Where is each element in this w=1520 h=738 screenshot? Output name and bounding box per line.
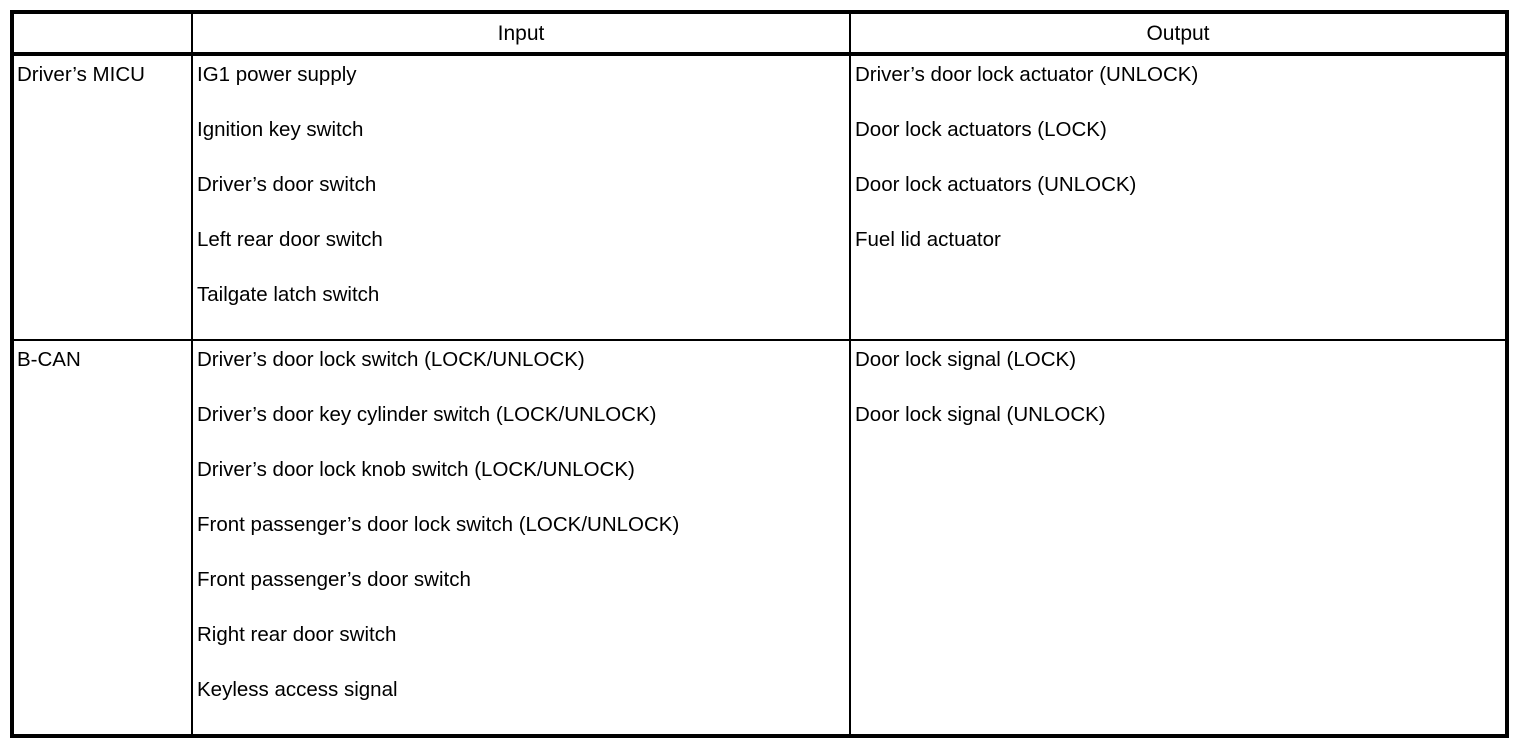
header-cell-input: Input xyxy=(192,12,851,56)
output-item-list: Door lock signal (LOCK) Door lock signal… xyxy=(855,349,1505,459)
list-item: Driver’s door lock switch (LOCK/UNLOCK) xyxy=(197,348,585,371)
list-item: Door lock actuators (LOCK) xyxy=(855,118,1107,141)
output-item-list: Driver’s door lock actuator (UNLOCK) Doo… xyxy=(855,64,1505,284)
list-item: Door lock signal (LOCK) xyxy=(855,348,1077,371)
list-item: Right rear door switch xyxy=(197,623,397,646)
list-item: Front passenger’s door lock switch (LOCK… xyxy=(197,513,680,536)
input-item-list: IG1 power supply Ignition key switch Dri… xyxy=(197,64,849,339)
list-item: Driver’s door key cylinder switch (LOCK/… xyxy=(197,403,657,426)
system-cell-bcan: B-CAN xyxy=(12,340,193,736)
header-cell-system xyxy=(12,12,193,56)
header-cell-output: Output xyxy=(850,12,1507,56)
table-row: B-CAN Driver’s door lock switch (LOCK/UN… xyxy=(12,340,1507,736)
table-row: Driver’s MICU IG1 power supply Ignition … xyxy=(12,54,1507,341)
list-item: Ignition key switch xyxy=(197,118,364,141)
list-item: Left rear door switch xyxy=(197,228,383,251)
table-body: Driver’s MICU IG1 power supply Ignition … xyxy=(12,54,1507,736)
input-output-table: Input Output Driver’s MICU IG1 power sup… xyxy=(10,10,1509,738)
header-row: Input Output xyxy=(12,12,1507,56)
system-cell-micu: Driver’s MICU xyxy=(12,54,193,341)
list-item: Driver’s door switch xyxy=(197,173,377,196)
input-item-list: Driver’s door lock switch (LOCK/UNLOCK) … xyxy=(197,349,849,734)
list-item: Driver’s door lock actuator (UNLOCK) xyxy=(855,63,1199,86)
input-cell-micu: IG1 power supply Ignition key switch Dri… xyxy=(192,54,851,341)
system-label: Driver’s MICU xyxy=(17,63,145,86)
list-item: Fuel lid actuator xyxy=(855,228,1001,251)
list-item: Keyless access signal xyxy=(197,678,398,701)
output-cell-micu: Driver’s door lock actuator (UNLOCK) Doo… xyxy=(850,54,1507,341)
system-label: B-CAN xyxy=(17,348,81,371)
list-item: IG1 power supply xyxy=(197,63,357,86)
output-cell-bcan: Door lock signal (LOCK) Door lock signal… xyxy=(850,340,1507,736)
table-header: Input Output xyxy=(12,12,1507,56)
list-item: Front passenger’s door switch xyxy=(197,568,471,591)
list-item: Driver’s door lock knob switch (LOCK/UNL… xyxy=(197,458,635,481)
page-canvas: Input Output Driver’s MICU IG1 power sup… xyxy=(10,10,1509,738)
list-item: Tailgate latch switch xyxy=(197,283,380,306)
input-cell-bcan: Driver’s door lock switch (LOCK/UNLOCK) … xyxy=(192,340,851,736)
list-item: Door lock actuators (UNLOCK) xyxy=(855,173,1137,196)
list-item: Door lock signal (UNLOCK) xyxy=(855,403,1106,426)
